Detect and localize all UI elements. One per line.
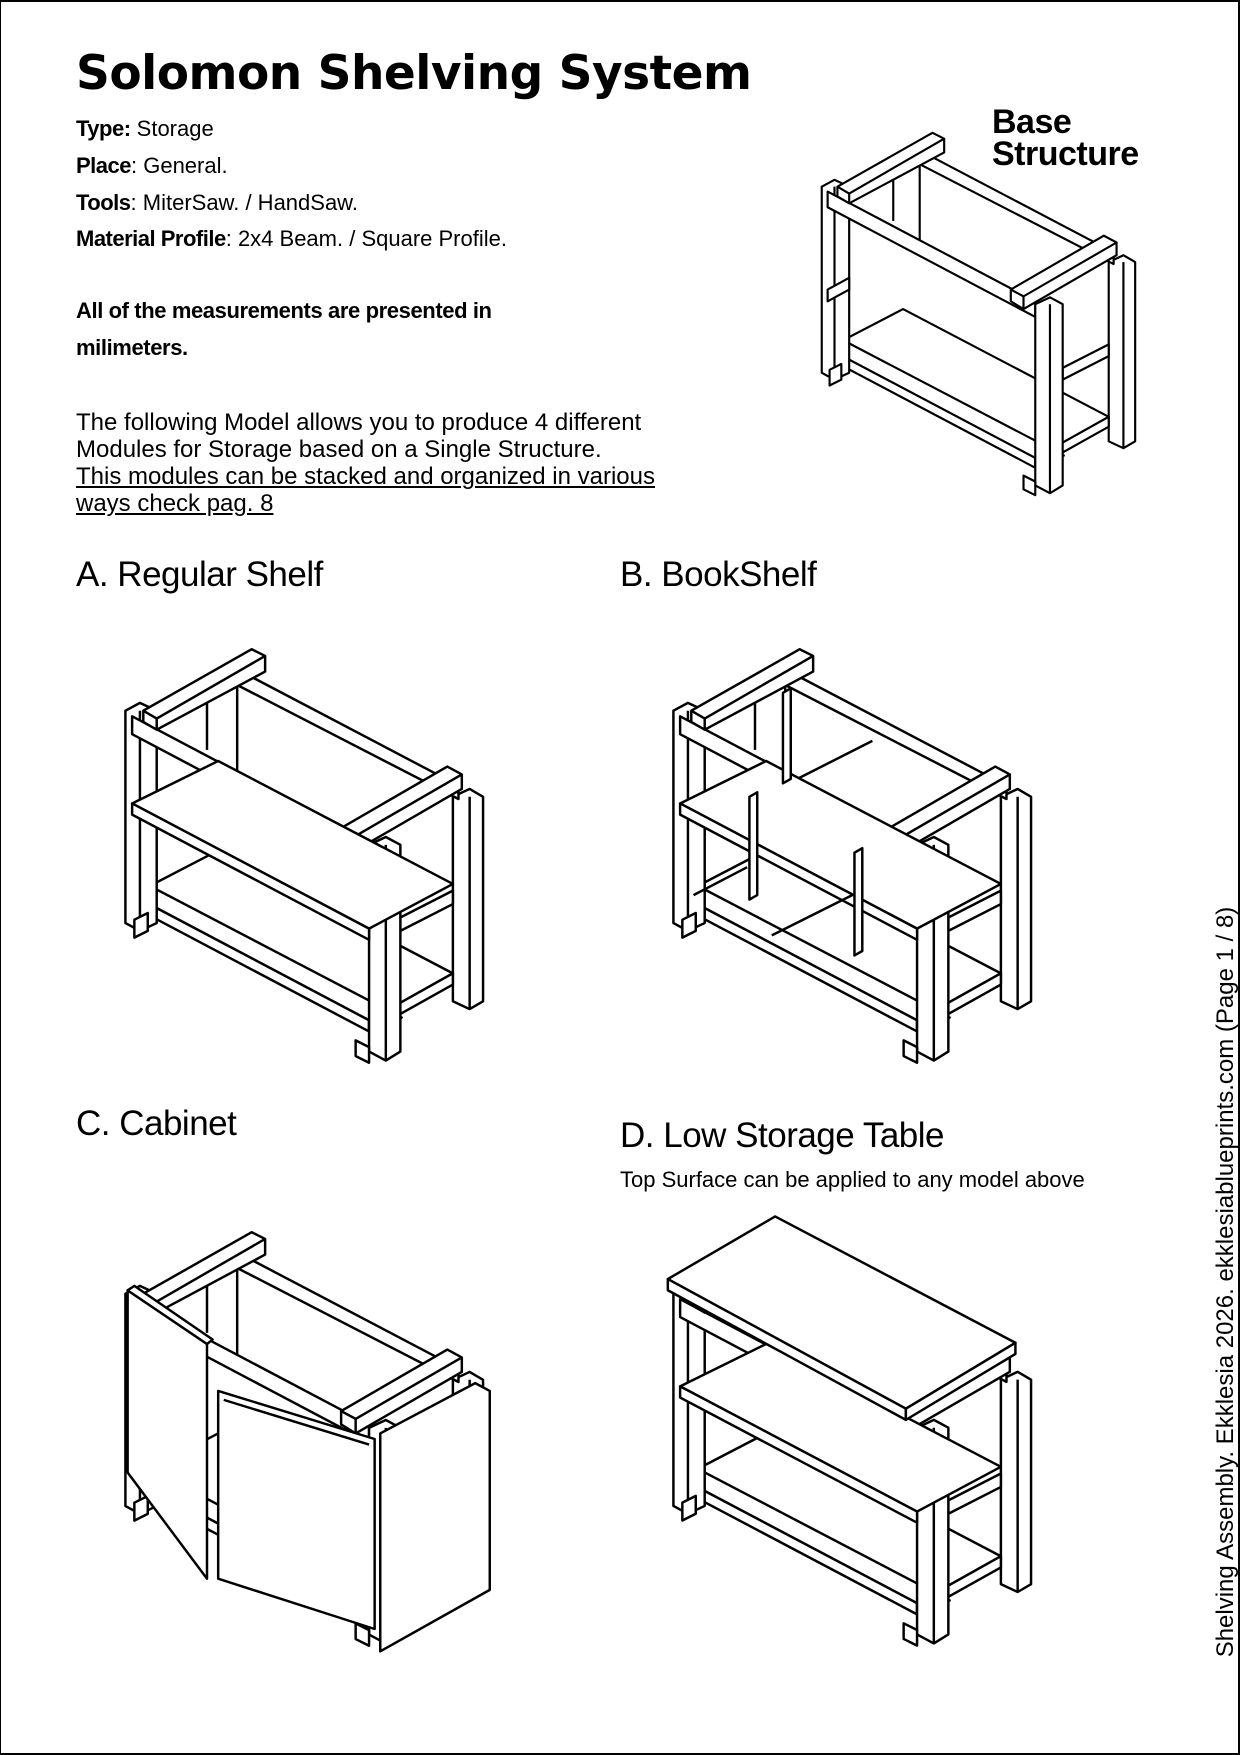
meta-value: : MiterSaw. / HandSaw. [130, 190, 358, 215]
intro-line: The following Model allows you to produc… [76, 409, 642, 436]
meta-place: Place: General. [76, 153, 228, 179]
mid-rail [826, 276, 851, 303]
meta-label: Material Profile [76, 226, 226, 251]
section-a-title: A. Regular Shelf [76, 555, 323, 594]
bookshelf-drawing [672, 648, 1033, 1064]
units-note-line1: All of the measurements are presented in [76, 298, 492, 323]
meta-tools: Tools: MiterSaw. / HandSaw. [76, 190, 358, 216]
meta-material: Material Profile: 2x4 Beam. / Square Pro… [76, 226, 507, 252]
meta-label: Place [76, 153, 132, 178]
intro-line: Modules for Storage based on a Single St… [76, 436, 602, 463]
base-label-line: Structure [992, 135, 1139, 173]
meta-value: : 2x4 Beam. / Square Profile. [225, 226, 507, 251]
intro-link-line[interactable]: This modules can be stacked and organize… [76, 463, 655, 490]
units-note-line2: milimeters. [76, 335, 188, 360]
cabinet-door-right[interactable] [216, 1389, 376, 1631]
intro-paragraph: The following Model allows you to produc… [76, 409, 655, 517]
section-c-title: C. Cabinet [76, 1104, 237, 1143]
cabinet-drawing [124, 1231, 491, 1653]
base-structure-label: Base Structure [992, 103, 1139, 173]
cabinet-side-panel [379, 1381, 491, 1653]
intro-link-line[interactable]: ways check pag. 8 [76, 490, 274, 517]
section-d-title: D. Low Storage Table [620, 1116, 945, 1155]
section-d-subtitle: Top Surface can be applied to any model … [620, 1167, 1085, 1192]
meta-label: Tools [76, 190, 131, 215]
meta-label: Type: [76, 116, 131, 141]
low-storage-table-drawing [666, 1215, 1033, 1647]
meta-type: Type: Storage [76, 116, 214, 142]
base-label-line: Base [992, 103, 1072, 141]
page-title: Solomon Shelving System [76, 46, 752, 101]
section-b-title: B. BookShelf [620, 555, 817, 594]
regular-shelf-drawing [124, 648, 485, 1064]
footer-vertical: Shelving Assembly. Ekklesia 2026. ekkles… [1212, 906, 1239, 1658]
meta-value: : General. [131, 153, 228, 178]
meta-value: Storage [130, 116, 214, 141]
base-structure-drawing [820, 131, 1137, 497]
